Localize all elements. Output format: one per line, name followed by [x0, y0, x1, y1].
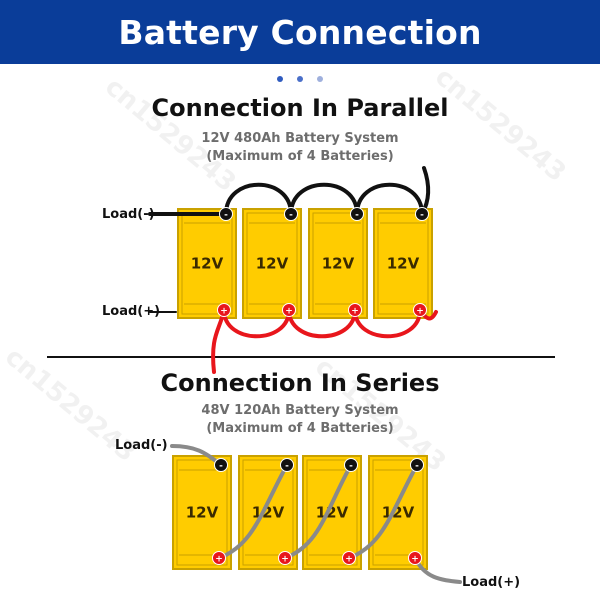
parallel-load-neg-label: Load(-) [102, 207, 155, 222]
series-battery-body [172, 455, 232, 570]
parallel-battery-label: 12V [387, 255, 420, 273]
parallel-battery-inner [312, 212, 364, 315]
series-pos-terminal-1-sign: + [215, 555, 223, 565]
parallel-pos-terminal-2 [282, 303, 296, 317]
parallel-pos-terminal-4-sign: + [416, 307, 424, 317]
parallel-neg-jumper-2 [289, 182, 359, 216]
series-neg-terminal-4-sign: - [415, 462, 419, 472]
series-neg-terminal-3 [344, 458, 358, 472]
series-link-wire-1 [217, 463, 289, 560]
series-battery-body [302, 455, 362, 570]
series-neg-terminal-3-sign: - [349, 462, 353, 472]
parallel-batteries: 12V 12V 12V 12V [177, 208, 433, 319]
series-battery-body [238, 455, 298, 570]
series-load-pos-label: Load(+) [462, 575, 521, 590]
series-pos-terminal-3-sign: + [345, 555, 353, 565]
series-neg-terminal-1-sign: - [219, 462, 223, 472]
parallel-subtitle-line2: (Maximum of 4 Batteries) [206, 149, 394, 164]
pagination-dots [0, 76, 600, 82]
parallel-title: Connection In Parallel [151, 94, 449, 122]
parallel-battery-1: 12V [177, 208, 237, 319]
dot-1 [277, 76, 283, 82]
parallel-battery-body [373, 208, 433, 319]
parallel-battery-inner [246, 212, 298, 315]
series-pos-terminal-2 [278, 551, 292, 565]
parallel-neg-terminal-2 [284, 207, 298, 221]
parallel-neg-jumper-1 [224, 182, 293, 216]
parallel-neg-terminal-3 [350, 207, 364, 221]
series-subtitle-line1: 48V 120Ah Battery System [201, 403, 399, 418]
series-pos-terminal-1 [212, 551, 226, 565]
series-pos-terminal-4 [408, 551, 422, 565]
parallel-pos-terminal-3 [348, 303, 362, 317]
parallel-pos-terminal-1-sign: + [220, 307, 228, 317]
series-battery-label: 12V [186, 504, 219, 522]
parallel-wires [148, 166, 438, 374]
parallel-battery-label: 12V [191, 255, 224, 273]
parallel-battery-2: 12V [242, 208, 302, 319]
parallel-terminals: - - - - + + + + [217, 207, 429, 317]
parallel-pos-terminal-2-sign: + [285, 307, 293, 317]
parallel-neg-terminal-4-sign: - [420, 211, 424, 221]
series-battery-2: 12V [238, 455, 298, 570]
parallel-subtitle-line1: 12V 480Ah Battery System [201, 131, 399, 146]
series-battery-body [368, 455, 428, 570]
parallel-load-pos-wire [211, 308, 226, 374]
header-title: Battery Connection [118, 12, 482, 52]
section-divider [47, 356, 555, 358]
series-terminals: - - - - + + + + [212, 458, 424, 565]
parallel-battery-body [308, 208, 368, 319]
series-neg-terminal-1 [214, 458, 228, 472]
parallel-pos-jumper-2 [287, 308, 357, 339]
parallel-neg-terminal-3-sign: - [355, 211, 359, 221]
parallel-pos-terminal-4 [413, 303, 427, 317]
series-battery-inner [176, 459, 228, 566]
series-neg-terminal-2 [280, 458, 294, 472]
parallel-battery-label: 12V [256, 255, 289, 273]
parallel-battery-body [242, 208, 302, 319]
parallel-pos-jumper-3 [353, 308, 422, 339]
series-battery-inner [242, 459, 294, 566]
series-pos-terminal-4-sign: + [411, 555, 419, 565]
parallel-neg-jumper-3 [355, 182, 424, 216]
parallel-load-pos-label: Load(+) [102, 304, 161, 319]
series-title: Connection In Series [160, 369, 440, 397]
series-link-wire-2 [283, 463, 353, 560]
dot-2 [297, 76, 303, 82]
parallel-pos-terminal-3-sign: + [351, 307, 359, 317]
series-neg-terminal-2-sign: - [285, 462, 289, 472]
parallel-pos-terminal-1 [217, 303, 231, 317]
header-banner: Battery Connection [0, 0, 600, 64]
parallel-neg-terminal-4 [415, 207, 429, 221]
series-subtitle-line2: (Maximum of 4 Batteries) [206, 421, 394, 436]
series-link-wire-3 [347, 463, 419, 560]
parallel-neg-terminal-1-sign: - [224, 211, 228, 221]
dot-3 [317, 76, 323, 82]
parallel-pos-jumper-1 [222, 308, 291, 339]
series-battery-inner [306, 459, 358, 566]
parallel-battery-inner [377, 212, 429, 315]
parallel-battery-label: 12V [322, 255, 355, 273]
series-pos-terminal-3 [342, 551, 356, 565]
series-neg-terminal-4 [410, 458, 424, 472]
series-battery-inner [372, 459, 424, 566]
parallel-battery-body [177, 208, 237, 319]
series-load-neg-label: Load(-) [115, 438, 168, 453]
series-battery-4: 12V [368, 455, 428, 570]
series-pos-terminal-2-sign: + [281, 555, 289, 565]
series-battery-1: 12V [172, 455, 232, 570]
parallel-neg-terminal-2-sign: - [289, 211, 293, 221]
parallel-battery-4: 12V [373, 208, 433, 319]
parallel-battery-3: 12V [308, 208, 368, 319]
parallel-neg-terminal-1 [219, 207, 233, 221]
